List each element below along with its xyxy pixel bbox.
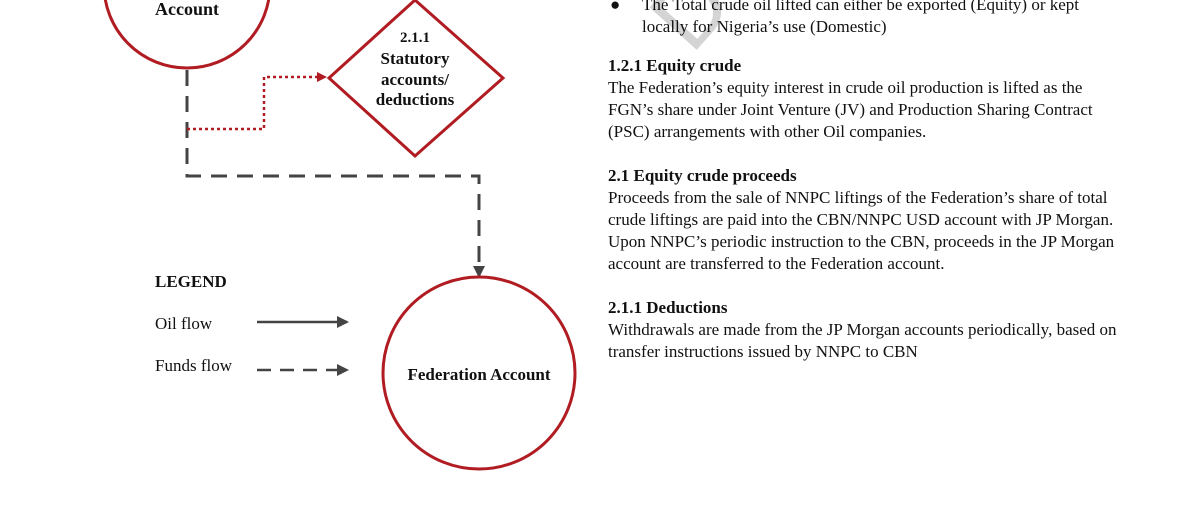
section-equity-crude: 1.2.1 Equity crude The Federation’s equi…	[608, 55, 1128, 143]
text-panel: ● The Total crude oil lifted can either …	[608, 0, 1128, 385]
account-circle	[103, 0, 271, 70]
statutory-line-4: deductions	[376, 90, 455, 109]
section-deductions: 2.1.1 Deductions Withdrawals are made fr…	[608, 297, 1128, 363]
legend-funds-flow-label: Funds flow	[155, 356, 233, 375]
legend-title: LEGEND	[155, 272, 227, 291]
federation-account-circle	[381, 275, 577, 471]
bullet-text: The Total crude oil lifted can either be…	[642, 0, 1080, 36]
section-body: The Federation’s equity interest in crud…	[608, 78, 1093, 141]
flow-diagram: Account 2.1.1 Statutory accounts/ deduct…	[103, 0, 577, 471]
section-equity-crude-proceeds: 2.1 Equity crude proceeds Proceeds from …	[608, 165, 1128, 275]
bullet-item: ● The Total crude oil lifted can either …	[608, 0, 1128, 38]
section-heading: 2.1 Equity crude proceeds	[608, 166, 797, 185]
federation-account-label: Federation Account	[407, 365, 550, 384]
section-heading: 2.1.1 Deductions	[608, 298, 728, 317]
section-body: Proceeds from the sale of NNPC liftings …	[608, 188, 1115, 273]
legend-oil-flow-label: Oil flow	[155, 314, 213, 333]
account-label: Account	[155, 0, 219, 19]
statutory-diamond	[326, 0, 506, 159]
statutory-line-2: Statutory	[381, 49, 450, 68]
section-heading: 1.2.1 Equity crude	[608, 56, 742, 75]
deductions-flow-connector	[187, 72, 327, 131]
section-body: Withdrawals are made from the JP Morgan …	[608, 320, 1117, 361]
statutory-line-3: accounts/	[381, 70, 449, 89]
funds-flow-connector	[185, 70, 485, 278]
statutory-number: 2.1.1	[400, 30, 430, 46]
bullet-dot-icon: ●	[610, 0, 621, 14]
